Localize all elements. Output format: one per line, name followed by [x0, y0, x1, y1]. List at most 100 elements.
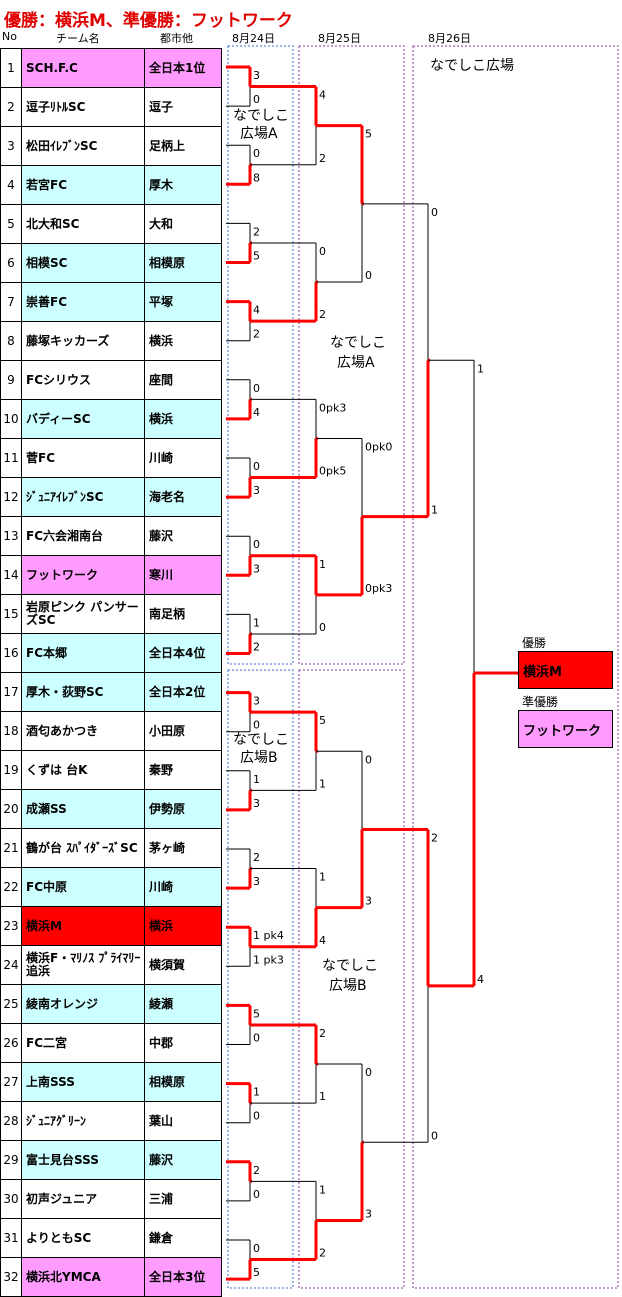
score-label: 0: [253, 1032, 260, 1045]
score-label: 4: [253, 304, 260, 317]
score-label: 3: [253, 562, 260, 575]
team-number: 30: [0, 1179, 22, 1219]
score-label: 2: [319, 308, 326, 321]
score-label: 4: [319, 89, 326, 102]
venue-border: [298, 669, 405, 1289]
score-label: 2: [431, 831, 438, 844]
header-no: No: [2, 30, 17, 43]
header-date-3: 8月26日: [428, 32, 471, 45]
team-city: 寒川: [144, 555, 222, 595]
score-label: 0: [365, 753, 372, 766]
team-name: FC中原: [21, 867, 145, 907]
team-number: 31: [0, 1218, 22, 1258]
score-label: 0pk3: [319, 401, 346, 414]
score-label: 3: [253, 484, 260, 497]
team-name: 岩原ピンク パンサーズSC: [21, 594, 145, 634]
score-label: 3: [365, 1207, 372, 1220]
team-number: 23: [0, 906, 22, 946]
score-label: 4: [319, 934, 326, 947]
score-label: 0pk5: [319, 465, 346, 478]
score-label: 1: [319, 777, 326, 790]
score-label: 0: [253, 538, 260, 551]
team-number: 13: [0, 516, 22, 556]
score-label: 0: [253, 1110, 260, 1123]
score-label: 0: [253, 1242, 260, 1255]
team-number: 28: [0, 1101, 22, 1141]
team-city: 平塚: [144, 282, 222, 322]
score-label: 5: [253, 250, 260, 263]
team-name: 横浜M: [21, 906, 145, 946]
team-name: 崇善FC: [21, 282, 145, 322]
team-name: 綾南オレンジ: [21, 984, 145, 1024]
team-city: 川崎: [144, 867, 222, 907]
team-city: 全日本2位: [144, 672, 222, 712]
team-name: バディーSC: [21, 399, 145, 439]
team-name: 厚木・荻野SC: [21, 672, 145, 712]
team-city: 横浜: [144, 399, 222, 439]
score-label: 5: [365, 128, 372, 141]
team-city: 秦野: [144, 750, 222, 790]
score-label: 4: [477, 973, 484, 986]
score-label: 0: [365, 269, 372, 282]
team-number: 29: [0, 1140, 22, 1180]
score-label: 0: [253, 1188, 260, 1201]
team-city: 横浜: [144, 906, 222, 946]
team-name: 初声ジュニア: [21, 1179, 145, 1219]
score-label: 5: [319, 714, 326, 727]
team-name: 鶴が台 ｽﾊﾟｲﾀﾞｰｽﾞSC: [21, 828, 145, 868]
winner-box: 横浜M: [518, 651, 613, 689]
score-label: 0: [365, 1066, 372, 1079]
team-name: 上南SSS: [21, 1062, 145, 1102]
team-name: よりともSC: [21, 1218, 145, 1258]
venue-border: [227, 669, 294, 1289]
team-number: 11: [0, 438, 22, 478]
score-label: 2: [253, 851, 260, 864]
team-name: SCH.F.C: [21, 48, 145, 88]
score-label: 5: [253, 1007, 260, 1020]
team-city: 足柄上: [144, 126, 222, 166]
score-label: 3: [253, 69, 260, 82]
team-number: 4: [0, 165, 22, 205]
score-label: 0: [253, 719, 260, 732]
header-date-1: 8月24日: [232, 32, 275, 45]
score-label: 1: [253, 773, 260, 786]
venue-label: 広場A: [337, 355, 375, 371]
team-number: 7: [0, 282, 22, 322]
team-city: 三浦: [144, 1179, 222, 1219]
score-label: 2: [319, 1247, 326, 1260]
team-city: 海老名: [144, 477, 222, 517]
team-name: 富士見台SSS: [21, 1140, 145, 1180]
score-label: 2: [319, 152, 326, 165]
venue-label: 広場B: [329, 978, 367, 994]
score-label: 1: [319, 1090, 326, 1103]
team-city: 横須賀: [144, 945, 222, 985]
score-label: 0: [431, 206, 438, 219]
team-name: 横浜北YMCA: [21, 1257, 145, 1297]
score-label: 8: [253, 171, 260, 184]
venue-border: [412, 45, 619, 1289]
team-name: 松田ｲﾚﾌﾞﾝSC: [21, 126, 145, 166]
score-label: 3: [253, 695, 260, 708]
team-number: 21: [0, 828, 22, 868]
score-label: 1: [477, 362, 484, 375]
team-city: 全日本1位: [144, 48, 222, 88]
